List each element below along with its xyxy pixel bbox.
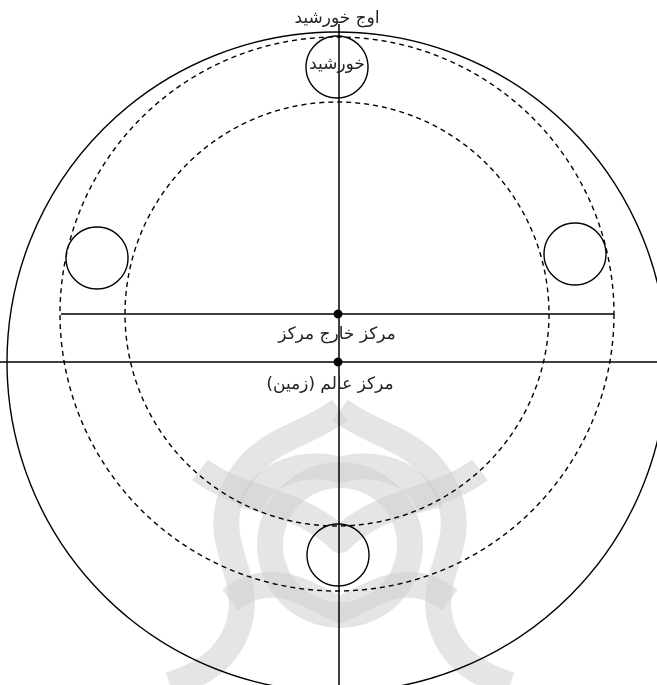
world-center-dot — [334, 358, 343, 367]
world-orbit-circle — [7, 32, 657, 685]
sun-circle-right — [544, 223, 606, 285]
sun-apogee-label: اوج خورشید — [294, 8, 379, 28]
eccentric-center-label: مرکز خارج مرکز — [277, 324, 396, 344]
eccentric-center-dot — [334, 310, 343, 319]
world-center-label: مرکز عالم (زمین) — [266, 374, 393, 394]
sun-circle-left — [66, 227, 128, 289]
arabesque-watermark — [170, 410, 510, 685]
sun-label: خورشید — [309, 54, 365, 74]
